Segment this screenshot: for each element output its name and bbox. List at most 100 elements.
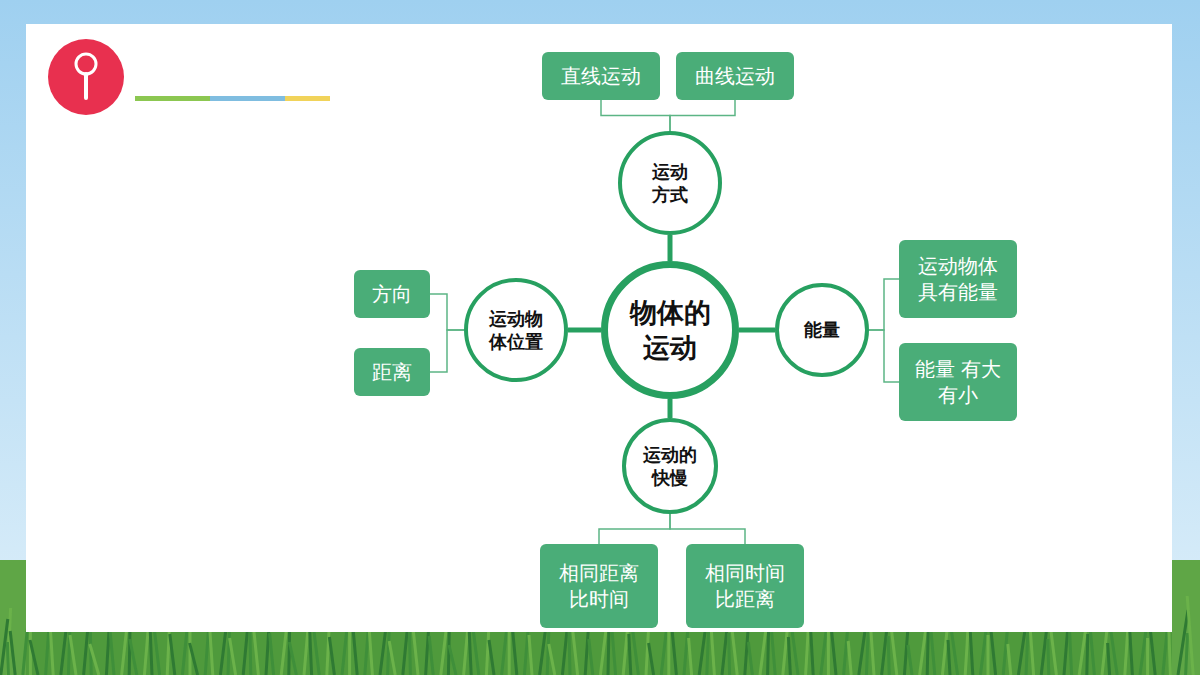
- grass-blade: [689, 638, 692, 675]
- grass-blade: [449, 645, 456, 675]
- icon-circle: [48, 39, 124, 115]
- circle-shape: [620, 133, 720, 233]
- grass-blade: [908, 645, 912, 675]
- grass-patch: [1172, 560, 1200, 675]
- branch-circle: 运动 方式: [618, 131, 722, 235]
- topic-box: 能量 有大有小: [899, 343, 1017, 421]
- topic-box: 运动物体 具有能量: [899, 240, 1017, 318]
- grass-blade: [329, 637, 334, 675]
- grass-blade: [170, 634, 175, 675]
- branch-connector: [869, 279, 899, 330]
- grass-blade: [987, 635, 990, 675]
- grass-blade: [748, 642, 752, 675]
- grass-blade: [608, 625, 609, 675]
- topic-box: 曲线运动: [676, 52, 794, 100]
- grass-blade: [310, 628, 312, 675]
- grass-blade: [927, 631, 928, 675]
- deco-bar: [285, 96, 330, 101]
- grass-blade: [1048, 639, 1049, 675]
- central-circle: 物体的 运动: [601, 261, 739, 399]
- grass-blade: [1087, 634, 1088, 675]
- grass-blade: [729, 633, 730, 675]
- grass-blade: [70, 635, 76, 675]
- grass-blade: [429, 636, 433, 675]
- topic-label: 方向: [367, 281, 417, 307]
- grass-blade: [369, 632, 372, 675]
- grass-blade: [948, 640, 950, 675]
- grass-blade: [827, 632, 830, 675]
- grass-blade: [230, 638, 236, 675]
- deco-bar: [210, 96, 285, 101]
- icon-handle: [84, 74, 88, 98]
- grass-blade: [529, 635, 532, 675]
- topic-label: 直线运动: [556, 63, 646, 89]
- topic-box: 相同距离 比时间: [540, 544, 658, 628]
- grass-blade: [549, 644, 555, 675]
- grass-blade: [1178, 610, 1188, 675]
- deco-bar: [135, 96, 210, 101]
- branch-connector: [670, 100, 735, 131]
- grass-blade: [629, 634, 631, 675]
- topic-label: 相同距离 比时间: [554, 560, 644, 612]
- grass-blade: [866, 627, 868, 675]
- grass-blade: [888, 636, 889, 675]
- grass-blade: [270, 633, 274, 675]
- circle-outline: [618, 131, 722, 235]
- grass-blade: [788, 637, 790, 675]
- grass-blade: [1108, 643, 1110, 675]
- grass-blade: [6, 642, 10, 675]
- icon-lens: [76, 54, 96, 74]
- grass-blade: [210, 629, 213, 675]
- panel: [26, 24, 1172, 632]
- grass-blade: [768, 628, 769, 675]
- main-connector: [668, 399, 673, 418]
- circle-label: 运动 方式: [648, 160, 691, 207]
- grass-blade: [190, 643, 198, 675]
- grass-blade: [1187, 596, 1193, 675]
- grass-blade: [667, 629, 670, 675]
- grass-blade: [1008, 644, 1011, 675]
- grass-blade: [589, 639, 593, 675]
- main-connector: [668, 235, 673, 261]
- circle-label: 物体的 运动: [625, 295, 714, 365]
- grass-patch: [0, 560, 26, 675]
- grass-blade: [1026, 630, 1028, 675]
- branch-connector: [869, 330, 899, 382]
- grass-blade: [489, 640, 494, 675]
- branch-circle: 运动的 快慢: [622, 418, 718, 514]
- branch-circle: 运动物 体位置: [464, 278, 568, 382]
- branch-connector: [430, 330, 464, 372]
- main-connector: [739, 328, 775, 333]
- circle-outline: [601, 261, 739, 399]
- grass-blade: [289, 642, 296, 675]
- grass-blade: [649, 643, 654, 675]
- circle-shape: [605, 265, 736, 396]
- topic-box: 距离: [354, 348, 430, 396]
- topic-box: 直线运动: [542, 52, 660, 100]
- grass-blade: [110, 630, 114, 675]
- branch-connector: [430, 294, 464, 330]
- main-connector: [568, 328, 601, 333]
- circle-outline: [464, 278, 568, 382]
- topic-label: 距离: [367, 359, 417, 385]
- grass-blade: [150, 625, 152, 675]
- grass-blade: [1, 619, 8, 675]
- topic-box: 相同时间 比距离: [686, 544, 804, 628]
- branch-connector: [601, 100, 670, 131]
- branch-circle: 能量: [775, 283, 869, 377]
- grass-blade: [1186, 633, 1188, 675]
- branch-connector: [670, 514, 745, 544]
- grass-blade: [965, 626, 968, 675]
- grass-blade: [389, 641, 395, 675]
- topic-label: 能量 有大有小: [913, 356, 1003, 408]
- grass-blade: [569, 630, 570, 675]
- circle-label: 运动物 体位置: [485, 307, 546, 354]
- grass-blade: [90, 644, 99, 675]
- topic-box: 方向: [354, 270, 430, 318]
- grass-blade: [30, 640, 38, 675]
- circle-label: 运动的 快慢: [639, 443, 700, 490]
- grass-blade: [130, 639, 137, 675]
- circle-shape: [466, 280, 566, 380]
